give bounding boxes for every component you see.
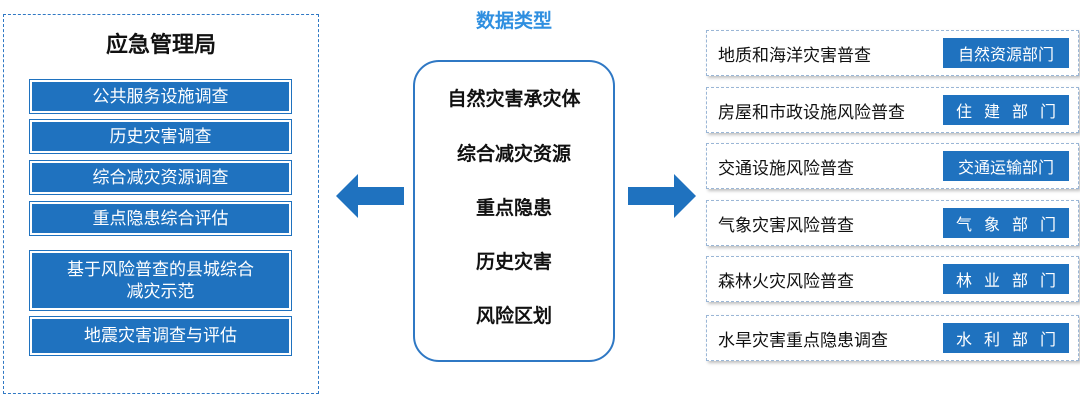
left-item-mitigation-resources: 综合减灾资源调查 bbox=[30, 161, 291, 194]
survey-row: 地质和海洋灾害普查 自然资源部门 bbox=[706, 30, 1079, 76]
left-panel-title: 应急管理局 bbox=[105, 33, 216, 58]
left-item-historical-disasters: 历史灾害调查 bbox=[30, 120, 291, 153]
data-type-item: 综合减灾资源 bbox=[456, 143, 571, 165]
data-type-title: 数据类型 bbox=[475, 10, 552, 32]
left-item-hazard-assessment: 重点隐患综合评估 bbox=[30, 202, 291, 235]
data-type-item: 风险区划 bbox=[475, 305, 552, 327]
survey-label: 森林火灾风险普查 bbox=[718, 271, 854, 292]
survey-label: 水旱灾害重点隐患调查 bbox=[718, 330, 888, 351]
dept-badge: 气象部门 bbox=[943, 208, 1069, 238]
survey-row: 水旱灾害重点隐患调查 水利部门 bbox=[706, 315, 1079, 361]
survey-row: 森林火灾风险普查 林业部门 bbox=[706, 256, 1079, 302]
survey-label: 地质和海洋灾害普查 bbox=[718, 45, 871, 66]
data-type-item: 重点隐患 bbox=[475, 197, 552, 219]
dept-badge: 水利部门 bbox=[943, 323, 1069, 353]
survey-label: 气象灾害风险普查 bbox=[718, 215, 854, 236]
dept-badge: 自然资源部门 bbox=[943, 38, 1069, 68]
dept-badge: 住建部门 bbox=[943, 95, 1069, 125]
arrow-left-icon bbox=[336, 174, 404, 218]
survey-label: 交通设施风险普查 bbox=[718, 158, 854, 179]
left-item-county-demo: 基于风险普查的县城综合减灾示范 bbox=[30, 251, 291, 310]
arrow-right-icon bbox=[628, 174, 696, 218]
survey-row: 交通设施风险普查 交通运输部门 bbox=[706, 143, 1079, 189]
left-item-earthquake-survey: 地震灾害调查与评估 bbox=[30, 317, 291, 355]
survey-label: 房屋和市政设施风险普查 bbox=[718, 102, 905, 123]
dept-badge: 林业部门 bbox=[943, 264, 1069, 294]
data-type-box bbox=[413, 60, 615, 362]
dept-badge: 交通运输部门 bbox=[943, 151, 1069, 181]
data-type-item: 自然灾害承灾体 bbox=[447, 88, 581, 110]
survey-row: 气象灾害风险普查 气象部门 bbox=[706, 200, 1079, 246]
left-item-public-facilities: 公共服务设施调查 bbox=[30, 80, 291, 113]
data-type-item: 历史灾害 bbox=[475, 251, 552, 273]
left-panel bbox=[3, 14, 319, 394]
survey-row: 房屋和市政设施风险普查 住建部门 bbox=[706, 87, 1079, 133]
